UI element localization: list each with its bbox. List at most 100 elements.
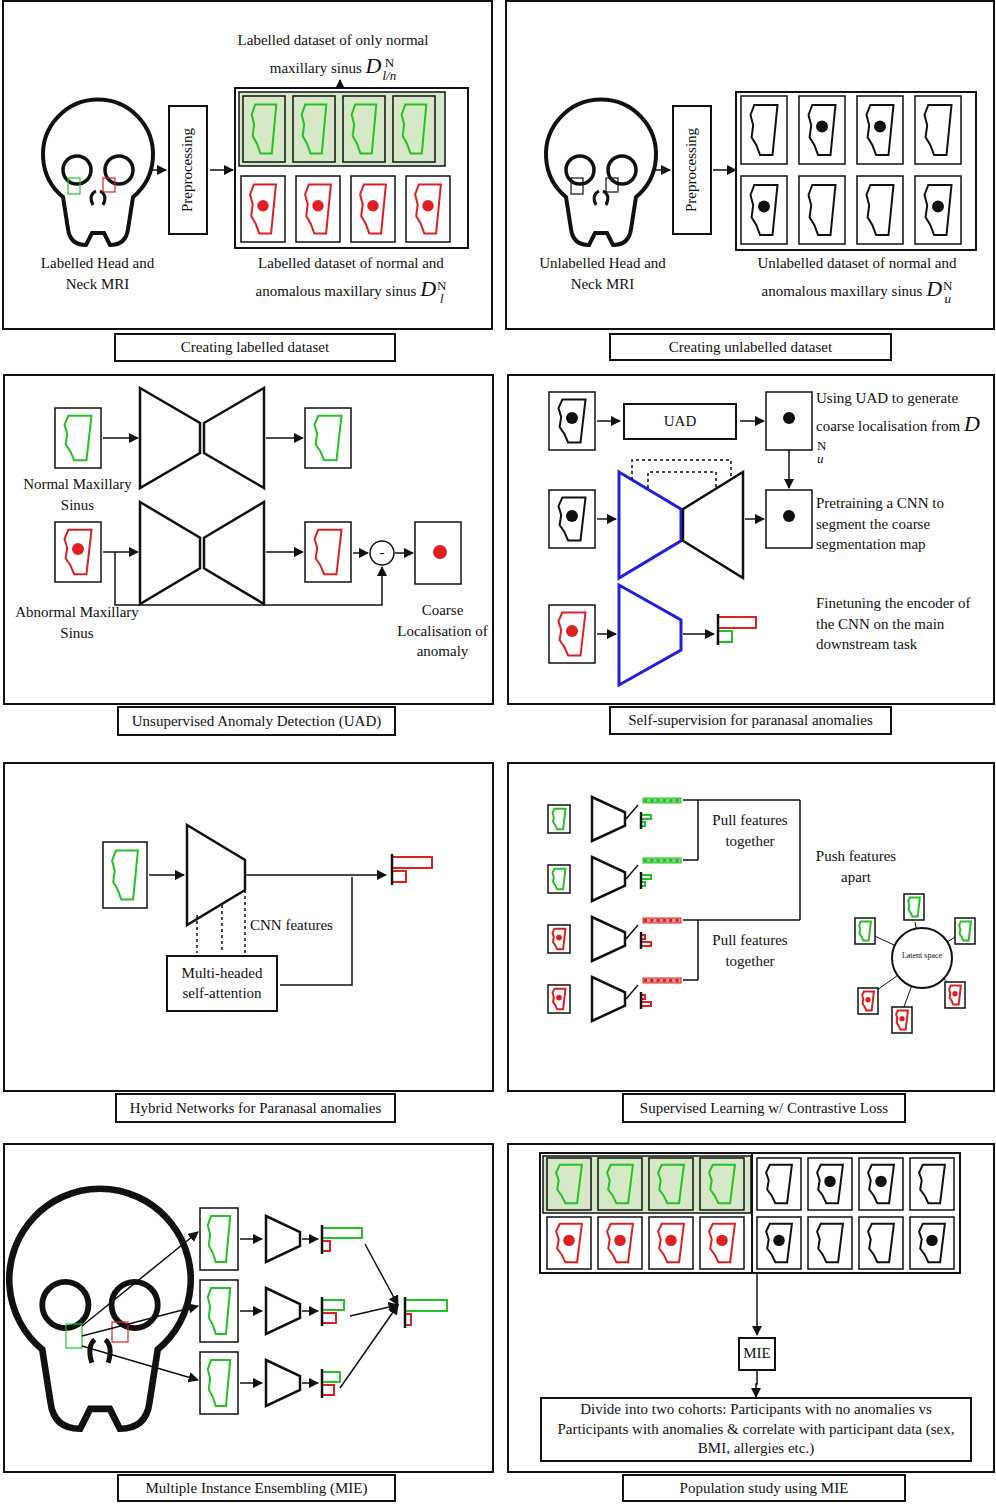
sinus-outline (751, 185, 778, 235)
image-tile (892, 1007, 912, 1033)
encoder (266, 1216, 300, 1262)
arrow-line (683, 633, 714, 635)
encoder (140, 502, 200, 604)
anomaly-dot (614, 1235, 625, 1246)
decoder (204, 388, 264, 488)
anomaly-dot (783, 412, 795, 424)
normal-band (239, 92, 445, 166)
arrow-line (240, 1382, 262, 1384)
label-text: Pull features together (712, 812, 787, 849)
sinus-outline (867, 185, 894, 235)
anomaly-dot (899, 1016, 904, 1021)
image-tile (857, 96, 903, 164)
anomaly-dot (758, 201, 770, 213)
leader-line (115, 552, 382, 605)
sinus-outline (709, 1224, 735, 1262)
sinus-crop-box (606, 178, 618, 192)
score-bar (641, 815, 651, 819)
image-tile (305, 522, 351, 582)
image-tile (855, 918, 875, 944)
arrow-line (597, 518, 616, 520)
image-tile (548, 865, 570, 893)
anomaly-dot (932, 201, 944, 213)
sinus-outline (919, 1165, 945, 1203)
box-text: Divide into two cohorts: Participants wi… (546, 1400, 966, 1459)
feature-cell (657, 859, 660, 862)
feature-cell (663, 919, 666, 922)
anomaly-dot (556, 995, 562, 1001)
anomaly-dot (422, 200, 433, 211)
sinus-outline (556, 1224, 582, 1262)
score-bar (322, 1228, 362, 1238)
encoder (266, 1288, 300, 1334)
process-box-vertical: Preprocessing (672, 105, 712, 235)
score-bar (322, 1313, 336, 1323)
process-box: Multi-headed self-attention (166, 955, 278, 1012)
image-tile (296, 176, 340, 242)
caption-box: Creating unlabelled dataset (609, 333, 892, 361)
feature-cell (669, 919, 672, 922)
image-tile (406, 176, 450, 242)
math-subscript: u (817, 452, 826, 465)
feature-cell (657, 799, 660, 802)
arrow-line (240, 1238, 262, 1240)
leader-line (353, 552, 368, 554)
image-tile (293, 96, 335, 162)
arrow-line (713, 169, 736, 171)
image-tile (766, 392, 812, 450)
arrow-line (152, 169, 166, 171)
leader-line (697, 920, 699, 980)
anomaly-dot (926, 1235, 937, 1246)
arrow-line (103, 551, 138, 553)
image-tile (757, 1158, 801, 1210)
caption-box: Multiple Instance Ensembling (MIE) (117, 1474, 396, 1502)
sinus-outline (208, 1288, 230, 1334)
sinus-outline (959, 921, 971, 940)
anomaly-dot (816, 121, 828, 133)
label-group: Normal Maxillary Sinus (15, 474, 140, 515)
anomaly-dot (257, 200, 268, 211)
anomaly-dot (367, 200, 378, 211)
label-text: Labelled Head and Neck MRI (41, 255, 154, 292)
arrow-line (340, 1305, 398, 1388)
feature-cell (657, 919, 660, 922)
image-tile (200, 1352, 238, 1414)
decoder (683, 472, 743, 578)
eye-socket (42, 1282, 88, 1328)
score-bar (641, 942, 651, 946)
leader-line (683, 919, 800, 921)
image-tile (799, 176, 845, 244)
image-tile (741, 96, 787, 164)
leader-line (626, 805, 638, 819)
label-group: Labelled dataset of only normal maxillar… (228, 30, 438, 82)
label-group: CNN features (250, 915, 360, 936)
panel-caption: Unsupervised Anomaly Detection (UAD) (132, 713, 382, 730)
decoder (204, 502, 264, 604)
feature-vector (643, 918, 681, 923)
sinus-outline (65, 416, 92, 460)
encoder (592, 857, 625, 901)
connector (756, 1371, 757, 1397)
sinus-outline (862, 991, 874, 1010)
sinus-outline (766, 1165, 792, 1203)
sinus-outline (553, 929, 566, 950)
leader-line (626, 865, 638, 879)
leader-line (221, 905, 223, 953)
image-tile (808, 1158, 852, 1210)
label-text: Pull features together (712, 932, 787, 969)
image-tile (548, 805, 570, 833)
image-tile (808, 1217, 852, 1269)
leader-line (683, 859, 698, 861)
leader-line (82, 1346, 198, 1380)
sinus-outline (859, 921, 871, 940)
panel: Multiple Instance Ensembling (MIE) (3, 1143, 494, 1502)
caption-box: Self-supervision for paranasal anomalies (609, 706, 892, 735)
anomaly-dot (875, 1176, 886, 1187)
image-tile (799, 96, 845, 164)
math-superscript: N (943, 279, 952, 292)
arrow-line (339, 80, 341, 88)
sinus-outline (302, 105, 327, 154)
label-text: Labelled dataset of normal and anomalous… (256, 255, 444, 299)
math-subscript: l/n (382, 69, 396, 82)
image-tile (915, 176, 961, 244)
